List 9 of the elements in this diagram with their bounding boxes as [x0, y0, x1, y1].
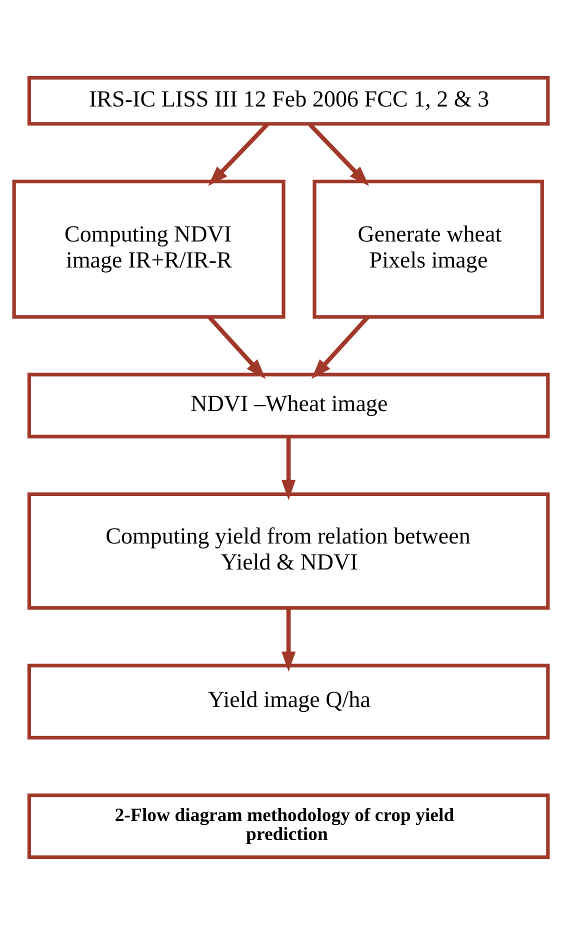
node-box: IRS-IC LISS III 12 Feb 2006 FCC 1, 2 & 3: [27, 75, 550, 126]
node-box: Computing NDVI image IR+R/IR-R: [12, 179, 286, 318]
arrow: [281, 436, 296, 500]
node-box: Generate wheat Pixels image: [312, 179, 544, 318]
arrow: [281, 608, 296, 672]
node-box: NDVI –Wheat image: [27, 372, 550, 438]
node-box: 2-Flow diagram methodology of crop yield prediction: [27, 792, 550, 859]
node-box: Computing yield from relation between Yield & NDVI: [27, 492, 550, 610]
node-box: Yield image Q/ha: [27, 663, 550, 739]
